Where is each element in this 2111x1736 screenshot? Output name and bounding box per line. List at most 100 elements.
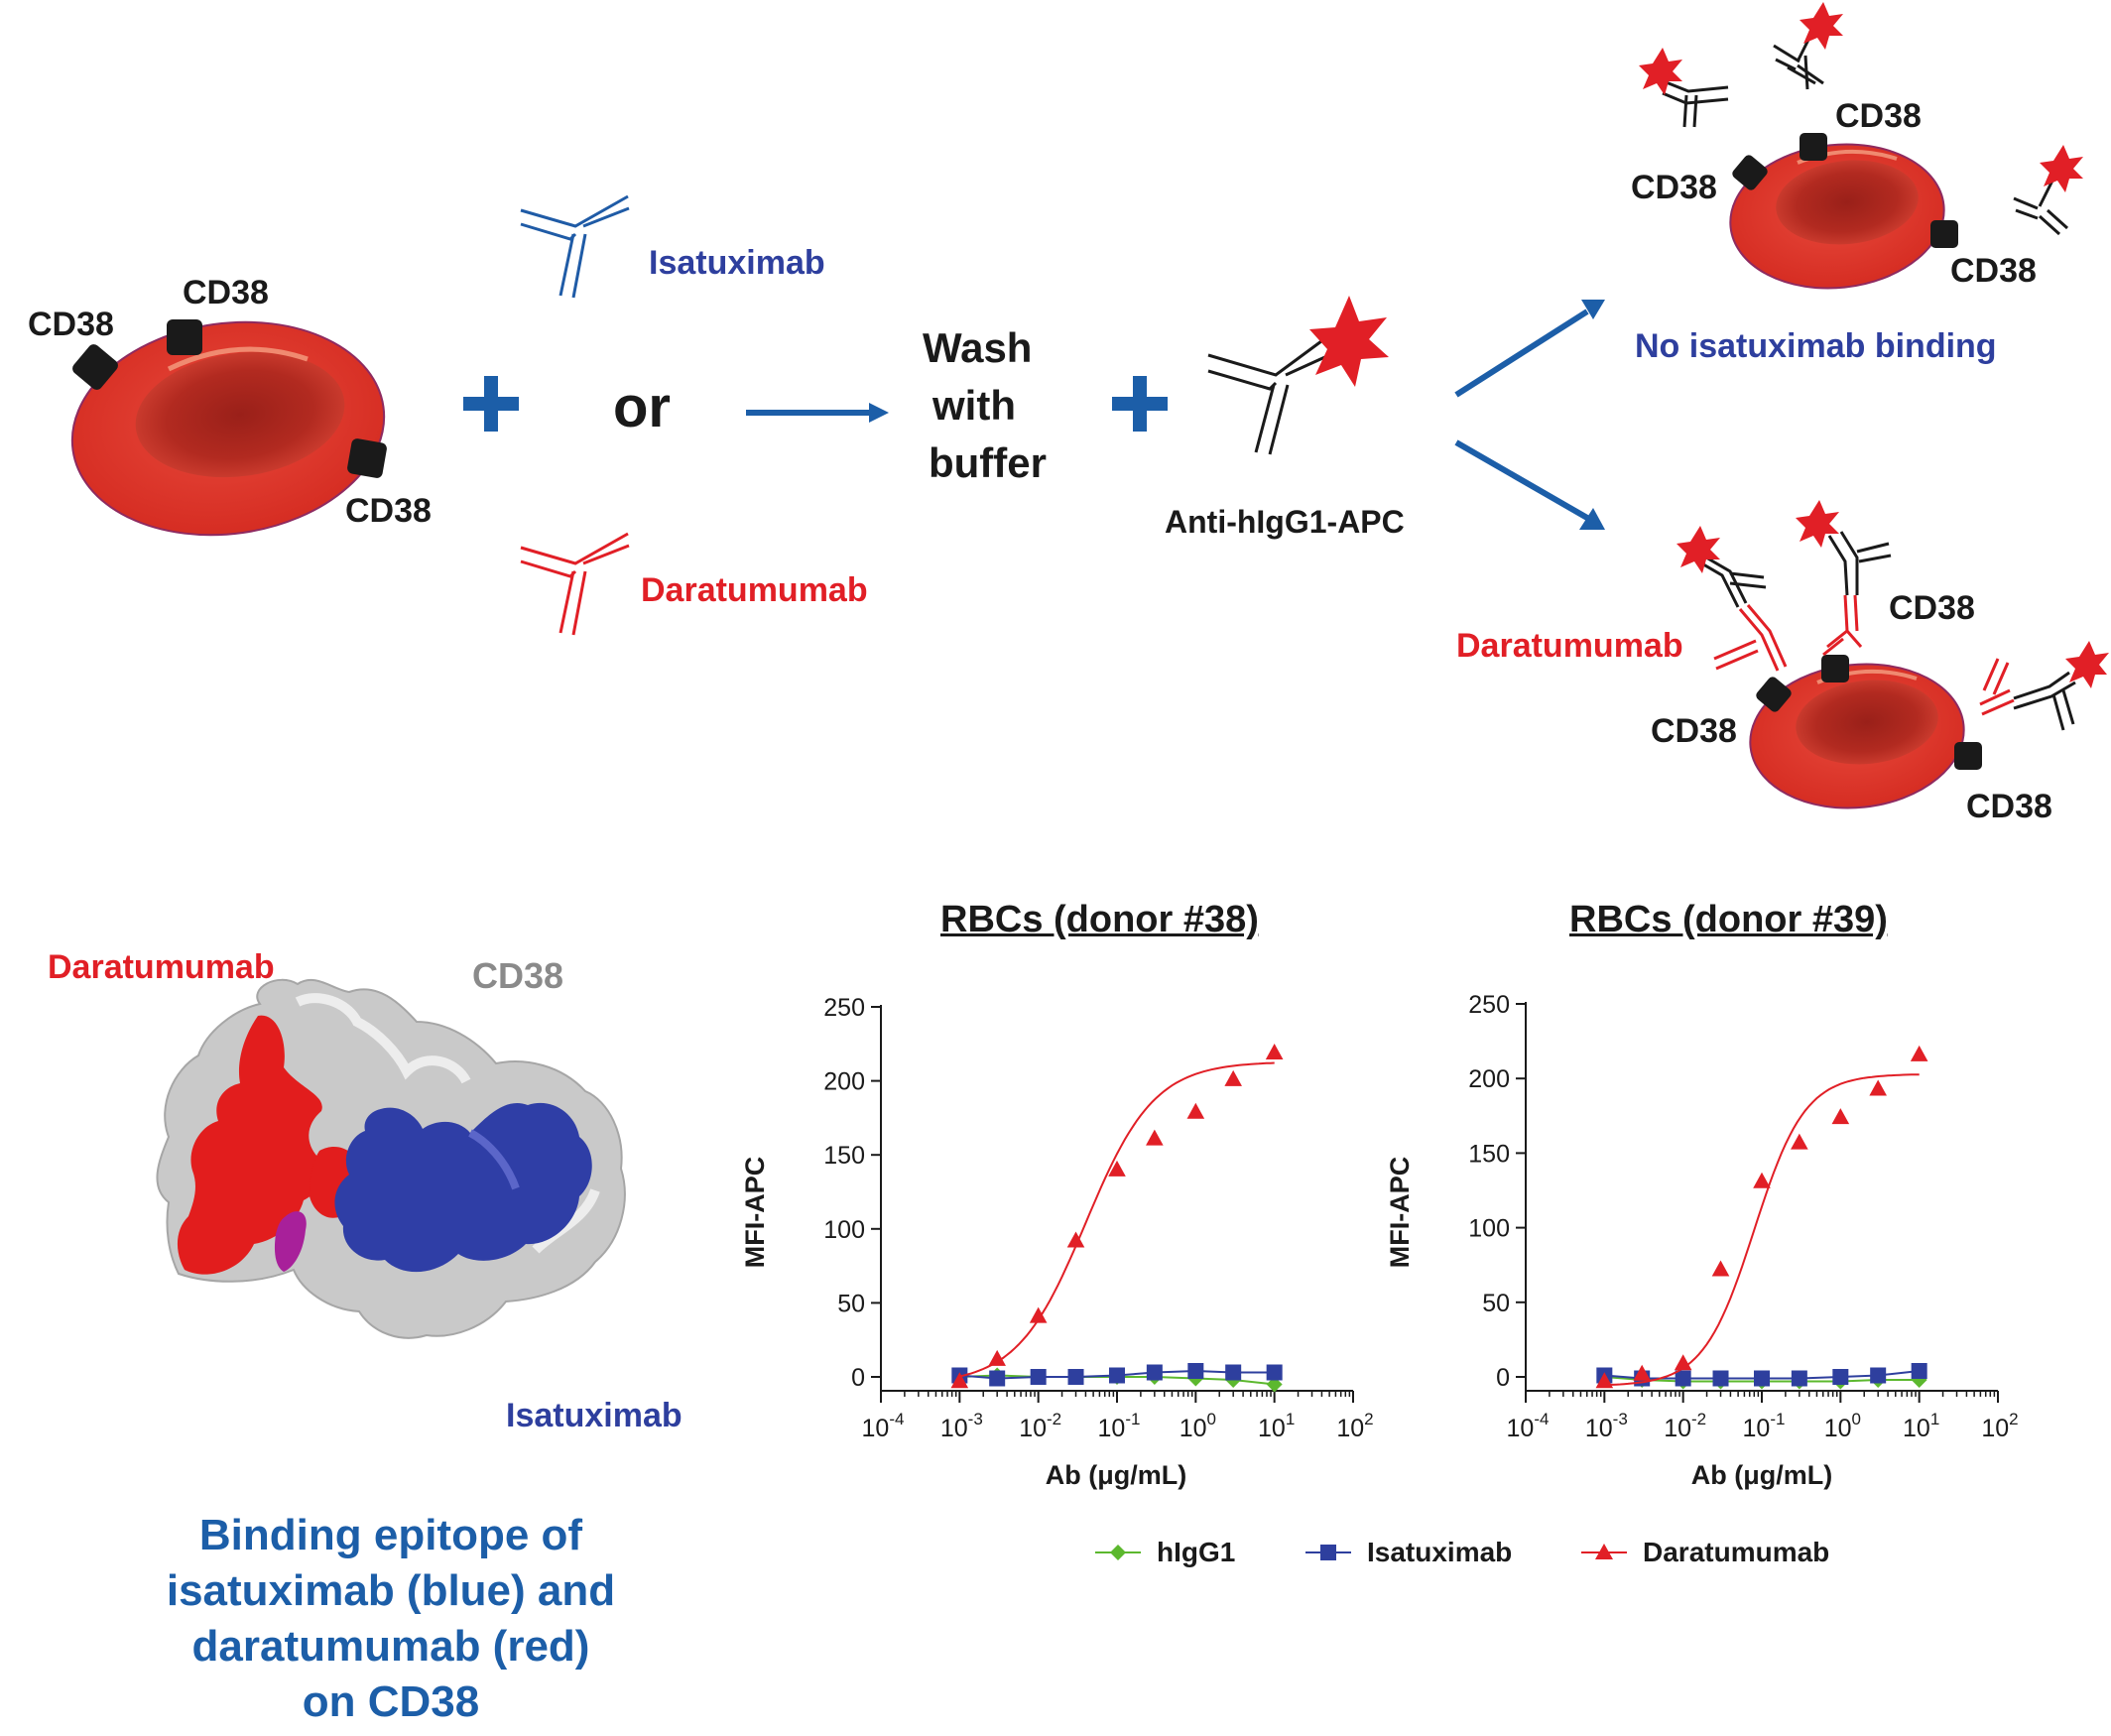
data-point-isatuximab <box>1832 1369 1849 1385</box>
legend-item: hIgG1 <box>1093 1536 1235 1569</box>
legend-marker-icon <box>1581 1544 1627 1559</box>
y-tick-label: 100 <box>823 1216 865 1244</box>
x-tick-label: 102 <box>1981 1410 2018 1442</box>
series-line-daratumumab <box>959 1061 1275 1378</box>
wash-step-line-2: with <box>932 382 1016 429</box>
legend-item: Isatuximab <box>1304 1536 1512 1569</box>
x-tick-label: 10-3 <box>1585 1410 1628 1442</box>
data-point-daratumumab <box>1186 1102 1205 1119</box>
y-tick-label: 200 <box>1468 1065 1510 1093</box>
data-point-daratumumab <box>1595 1372 1614 1389</box>
y-tick-label: 150 <box>1468 1140 1510 1168</box>
data-point-daratumumab <box>1029 1306 1048 1323</box>
data-point-isatuximab <box>1146 1364 1163 1381</box>
x-tick-label: 102 <box>1336 1410 1373 1442</box>
data-point-daratumumab <box>1265 1044 1284 1060</box>
apc-star-icon <box>1309 296 1389 387</box>
chart-panel-1: 0 50 100 150 200 250 10-4 10-3 10-2 10-1 100 101 102… <box>1385 991 2019 1490</box>
anti-higg1-apc-antibody-icon <box>1207 339 1330 455</box>
epitope-isatuximab-label: Isatuximab <box>506 1397 683 1434</box>
y-tick-label: 50 <box>837 1290 865 1317</box>
daratumumab-label: Daratumumab <box>641 571 868 609</box>
x-tick-label: 101 <box>1903 1410 1939 1442</box>
y-tick-label: 250 <box>1468 991 1510 1019</box>
isatuximab-label: Isatuximab <box>649 244 825 282</box>
x-tick-label: 10-4 <box>1507 1410 1550 1442</box>
data-point-isatuximab <box>1675 1370 1691 1387</box>
chart-title-donor-39: RBCs (donor #39) <box>1569 899 1888 940</box>
data-point-isatuximab <box>1030 1369 1047 1385</box>
no-isatuximab-binding-label: No isatuximab binding <box>1635 327 1997 365</box>
isatuximab-antibody-icon <box>520 194 630 299</box>
data-point-daratumumab <box>1146 1129 1164 1146</box>
anti-higg1-apc-label: Anti-hIgG1-APC <box>1165 504 1405 540</box>
plus-icon <box>463 376 1168 432</box>
cd38-receptor-marker <box>1756 655 1982 770</box>
cd38-label: CD38 <box>1631 169 1717 206</box>
x-tick-label: 10-3 <box>940 1410 983 1442</box>
rbc-cell-daratumumab-bound <box>1749 663 1965 809</box>
data-point-isatuximab <box>1225 1364 1242 1381</box>
x-tick-label: 10-1 <box>1098 1410 1141 1442</box>
y-axis-label: MFI-APC <box>1385 1157 1415 1268</box>
cd38-label: CD38 <box>183 274 269 311</box>
x-tick-label: 10-4 <box>862 1410 905 1442</box>
epitope-caption: Binding epitope of isatuximab (blue) and… <box>99 1508 683 1730</box>
wash-step-line-1: Wash <box>923 324 1033 371</box>
unbound-secondary-antibody-icon <box>1658 33 2069 236</box>
y-axis-label: MFI-APC <box>740 1157 770 1268</box>
data-point-daratumumab <box>988 1349 1006 1366</box>
data-point-daratumumab <box>1108 1160 1126 1177</box>
data-point-isatuximab <box>1754 1370 1770 1387</box>
epitope-daratumumab-label: Daratumumab <box>48 948 275 986</box>
daratumumab-antibody-icon <box>520 532 630 636</box>
cd38-label: CD38 <box>1651 712 1737 750</box>
epitope-cd38-label: CD38 <box>472 955 564 996</box>
cd38-label: CD38 <box>1889 589 1975 627</box>
data-point-daratumumab <box>1674 1354 1692 1371</box>
legend-marker-icon <box>1305 1545 1351 1560</box>
series-line-daratumumab <box>1604 1073 1920 1387</box>
apc-star-icon <box>1639 2 2083 192</box>
data-point-daratumumab <box>1910 1045 1928 1061</box>
or-label: or <box>613 375 671 439</box>
data-point-isatuximab <box>1712 1370 1729 1387</box>
chart-title-donor-38: RBCs (donor #38) <box>940 899 1259 940</box>
cd38-label: CD38 <box>1950 252 2037 290</box>
rbc-cell-no-binding <box>1729 143 1945 290</box>
cd38-label: CD38 <box>1966 788 2052 825</box>
bound-daratumumab-antibody-icon <box>1713 594 2015 716</box>
rbc-cell-left <box>70 320 386 537</box>
data-point-isatuximab <box>1911 1362 1927 1379</box>
epitope-caption-line: daratumumab (red) <box>191 1622 590 1671</box>
cd38-receptor-marker <box>1732 133 1958 248</box>
y-tick-label: 100 <box>1468 1215 1510 1243</box>
data-point-isatuximab <box>1870 1367 1887 1384</box>
y-tick-label: 50 <box>1482 1290 1510 1317</box>
x-tick-label: 101 <box>1258 1410 1295 1442</box>
cd38-receptor-marker <box>72 319 387 478</box>
y-tick-label: 250 <box>823 994 865 1022</box>
y-tick-label: 0 <box>1496 1364 1510 1392</box>
data-point-daratumumab <box>1753 1172 1771 1188</box>
legend-label: hIgG1 <box>1157 1537 1236 1567</box>
x-tick-label: 10-1 <box>1743 1410 1786 1442</box>
wash-step-line-3: buffer <box>929 439 1047 486</box>
epitope-caption-line: Binding epitope of <box>198 1511 583 1559</box>
x-tick-label: 100 <box>1824 1410 1861 1442</box>
data-point-daratumumab <box>950 1372 969 1389</box>
y-tick-label: 150 <box>823 1142 865 1170</box>
data-point-daratumumab <box>1066 1231 1085 1248</box>
epitope-caption-line: on CD38 <box>302 1677 480 1726</box>
data-point-daratumumab <box>1869 1079 1887 1096</box>
cd38-label: CD38 <box>28 306 114 343</box>
x-tick-label: 100 <box>1180 1410 1216 1442</box>
data-point-daratumumab <box>1791 1133 1808 1150</box>
x-tick-label: 10-2 <box>1664 1410 1706 1442</box>
legend-label: Isatuximab <box>1367 1537 1513 1567</box>
legend-label: Daratumumab <box>1643 1537 1830 1567</box>
y-tick-label: 0 <box>851 1364 865 1392</box>
data-point-isatuximab <box>1266 1364 1283 1381</box>
